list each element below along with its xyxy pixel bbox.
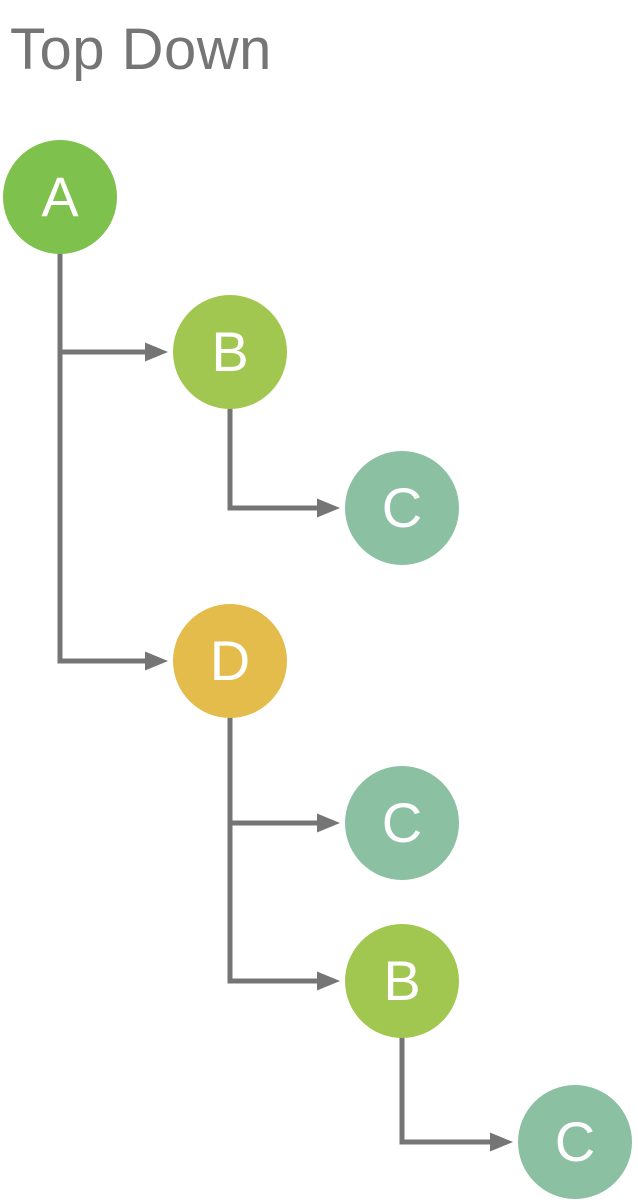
- edge-arrowhead: [317, 971, 340, 991]
- page-title: Top Down: [10, 17, 272, 82]
- node-label: B: [211, 320, 249, 383]
- edge-arrowhead: [490, 1132, 513, 1152]
- tree-node-a[interactable]: A: [3, 140, 117, 254]
- tree-node-c1[interactable]: C: [345, 451, 459, 565]
- edge-D-C2: [227, 717, 321, 826]
- edge-arrowhead: [145, 342, 168, 362]
- tree-node-c2[interactable]: C: [345, 766, 459, 880]
- node-label: A: [41, 165, 79, 228]
- tree-node-c3[interactable]: C: [518, 1085, 632, 1199]
- edge-B1-C1: [227, 408, 321, 511]
- edge-A-B1: [57, 253, 149, 355]
- tree-node-b1[interactable]: B: [173, 295, 287, 409]
- node-label: D: [209, 629, 251, 692]
- node-label: B: [383, 949, 421, 1012]
- edge-arrowhead: [145, 651, 168, 671]
- node-label: C: [381, 476, 423, 539]
- node-label: C: [554, 1110, 596, 1173]
- edge-A-D: [57, 253, 149, 664]
- edge-B2-C3: [399, 1037, 494, 1145]
- edge-arrowhead: [317, 498, 340, 518]
- tree-node-b2[interactable]: B: [345, 924, 459, 1038]
- node-label: C: [381, 791, 423, 854]
- edge-D-B2: [227, 717, 321, 984]
- edge-arrowhead: [317, 813, 340, 833]
- tree-node-d[interactable]: D: [173, 604, 287, 718]
